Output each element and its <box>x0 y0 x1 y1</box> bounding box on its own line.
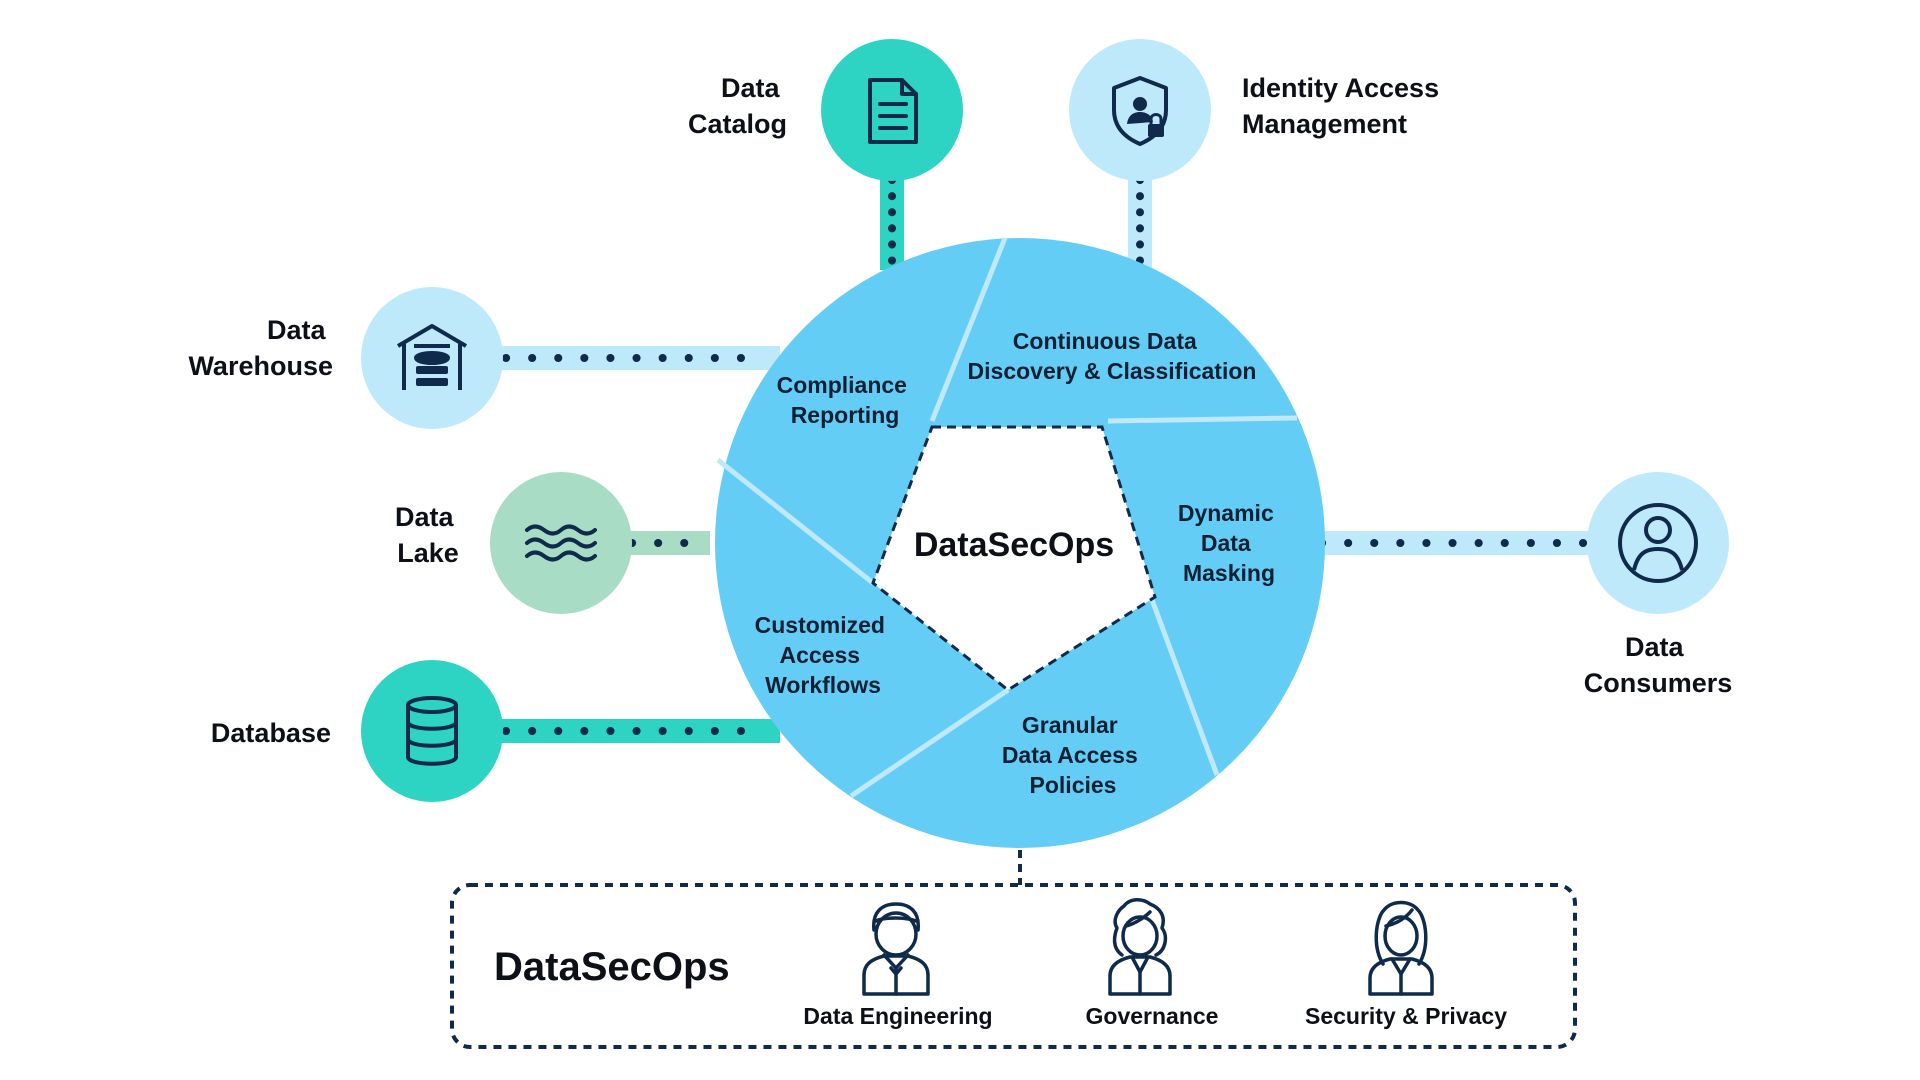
connector-data-lake <box>620 531 710 555</box>
connector-data-catalog <box>880 165 904 270</box>
node-data-catalog: Data Catalog <box>688 39 963 181</box>
label-database: Database <box>211 718 331 748</box>
wheel-center-label: DataSecOps <box>914 526 1114 564</box>
node-database: Database <box>211 660 503 802</box>
shield-user-lock-icon <box>1112 76 1168 146</box>
datasecops-wheel: DataSecOps Compliance Reporting Continuo… <box>715 237 1325 848</box>
woman-curly-hair-icon <box>1108 898 1172 996</box>
connectors <box>490 165 1600 885</box>
node-data-lake: Data Lake <box>395 472 632 614</box>
role-data-engineering: Data Engineering <box>803 902 993 1029</box>
node-data-consumers: Data Consumers <box>1584 472 1733 698</box>
svg-text:Data Lake: Data Lake <box>395 502 461 568</box>
segment-compliance-reporting: Compliance Reporting <box>777 372 914 428</box>
connector-data-warehouse <box>490 346 780 370</box>
segment-customized-workflows: Customized Access Workflows <box>755 612 892 698</box>
wheel-center-pentagon <box>871 425 1157 692</box>
database-icon <box>406 696 458 766</box>
team-box: DataSecOps Data Engineering <box>450 883 1577 1049</box>
segment-granular-policies: Granular Data Access Policies <box>1002 712 1144 798</box>
node-data-warehouse: Data Warehouse <box>188 287 503 429</box>
svg-text:Data Warehouse: Data Warehouse <box>188 315 333 381</box>
role-governance: Governance <box>1086 898 1219 1029</box>
document-icon <box>868 78 918 144</box>
engineer-icon <box>862 902 930 996</box>
user-icon <box>1618 503 1698 583</box>
role-security-privacy: Security & Privacy <box>1305 900 1507 1029</box>
node-identity-access: Identity Access Management <box>1069 39 1447 181</box>
team-box-title: DataSecOps <box>494 945 730 989</box>
svg-text:Data Catalog: Data Catalog <box>688 73 787 139</box>
segment-continuous-discovery: Continuous Data Discovery & Classificati… <box>968 328 1257 384</box>
woman-long-hair-icon <box>1368 900 1434 996</box>
svg-text:Identity Access Manageme: Identity Access Management <box>1242 73 1447 139</box>
svg-text:Governance: Governance <box>1086 1003 1219 1029</box>
svg-text:Data Consumers: Data Consumers <box>1584 632 1733 698</box>
svg-text:Security & Privacy: Security & Privacy <box>1305 1003 1507 1029</box>
connector-identity-access <box>1128 165 1152 270</box>
warehouse-icon <box>396 324 468 390</box>
segment-dynamic-masking: Dynamic Data Masking <box>1178 500 1280 586</box>
connector-database <box>490 719 780 743</box>
svg-text:Data Engineering: Data Engineering <box>803 1003 992 1029</box>
waves-icon <box>525 524 597 562</box>
connector-data-consumers <box>1300 531 1600 555</box>
